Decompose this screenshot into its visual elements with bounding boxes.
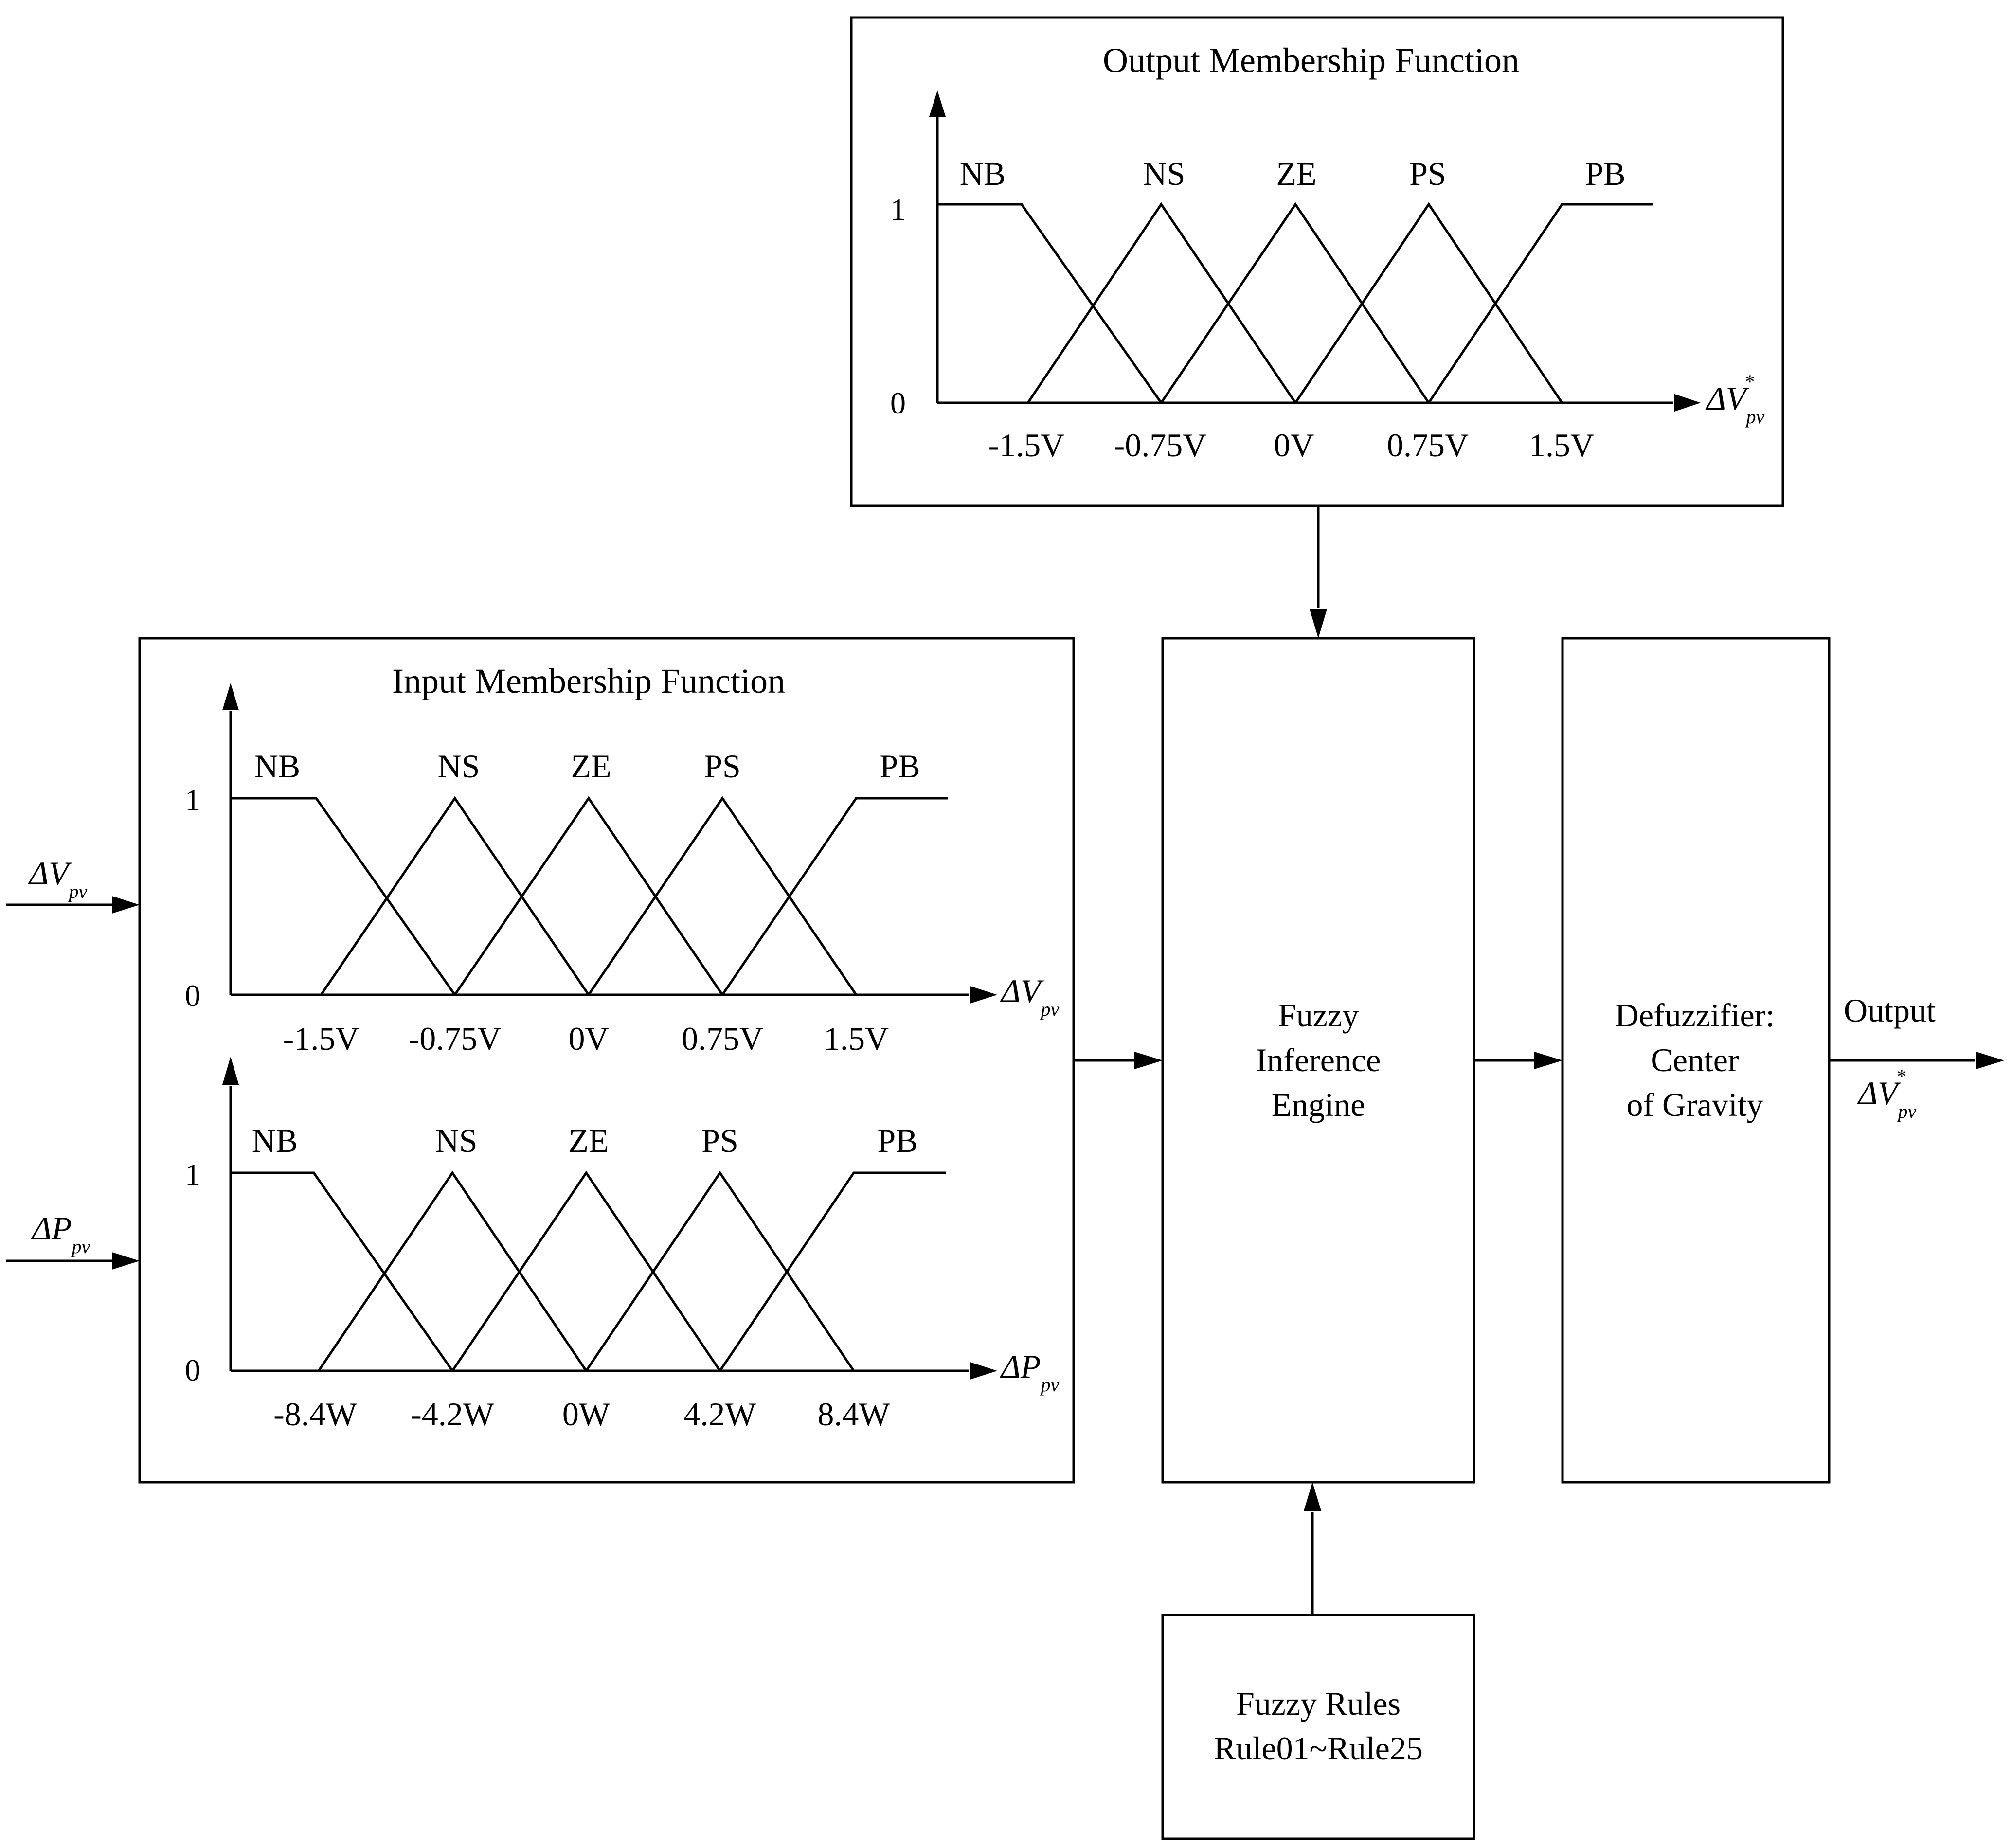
input-p-tick-label: 0W [562,1396,611,1433]
output-set-label-ns: NS [1143,155,1186,192]
input-p-tick-label: 8.4W [817,1396,890,1433]
output-axis-label: ΔVpv* [1705,371,1764,428]
input-v-axis-label: ΔVpv [1000,972,1059,1020]
input-v-tick-label: 1.5V [824,1020,889,1057]
input-signal-dp-label: ΔPpv [31,1210,90,1257]
output-membership-curves [937,202,1653,404]
input-signal-dv-arrowhead [112,896,140,914]
input-membership-panel: Input Membership Function 1 0 NB NS ZE P… [138,637,1075,1484]
input-v-set-label-ns: NS [438,748,480,785]
input-membership-title: Input Membership Function [392,662,785,700]
input-signal-dp-arrowhead [112,1252,140,1270]
input-v-tick-label: -0.75V [409,1020,502,1057]
output-y-zero-label: 0 [890,386,906,420]
input-v-x-axis-arrow [970,986,997,1004]
output-tick-label: 0V [1274,427,1314,464]
input-p-membership-curves [231,1170,946,1372]
input-v-mf-ps [587,796,858,996]
output-set-label-pb: PB [1585,155,1625,192]
input-p-set-label-ns: NS [435,1122,478,1159]
fuzzy-inference-engine-box [1161,637,1475,1484]
rules-label-line: Rule01~Rule25 [1214,1730,1423,1767]
output-tick-label: 0.75V [1387,427,1469,464]
fuzzy-inference-engine-block: Fuzzy Inference Engine [1161,637,1475,1484]
output-y-axis-arrow [929,90,946,117]
input-v-mf-pb [721,797,948,996]
input-p-x-axis-arrow [970,1362,997,1380]
input-p-set-label-pb: PB [877,1122,917,1159]
input-v-set-label-pb: PB [880,748,920,785]
input-p-mf-nb [231,1171,454,1372]
output-symbol: ΔVpv* [1857,1065,1916,1122]
input-v-y-axis-arrow [222,683,239,710]
input-p-mf-ps [585,1170,855,1372]
output-mf-nb [937,203,1163,404]
fuzzy-rules-box [1161,1614,1475,1840]
output-y-one-label: 1 [890,192,906,227]
rules-label-line: Fuzzy Rules [1236,1685,1401,1722]
input-v-y-one-label: 1 [185,783,200,817]
input-p-axis-label: ΔPpv [1000,1348,1059,1396]
output-x-axis-arrow [1674,394,1701,412]
input-v-set-label-ps: PS [704,748,741,785]
output-label: Output [1844,992,1936,1029]
output-set-label-ps: PS [1409,155,1446,192]
input-signal-dp: ΔPpv [6,1210,140,1270]
input-v-mf-ze [453,796,724,996]
input-p-tick-label: -4.2W [411,1396,495,1433]
output-set-label-nb: NB [960,155,1006,192]
input-p-tick-label: 4.2W [683,1396,756,1433]
defuzzifier-block: Defuzzifier: Center of Gravity [1561,637,1831,1484]
engine-label-line: Engine [1272,1086,1365,1123]
input-v-tick-label: 0.75V [682,1020,763,1057]
input-p-set-label-nb: NB [252,1122,298,1159]
input-signal-dv-label: ΔVpv [28,855,87,902]
defuzzifier-label-line: Defuzzifier: [1615,997,1775,1034]
input-v-mf-nb [231,797,456,996]
output-membership-box [850,16,1784,507]
output-tick-label: -0.75V [1114,427,1207,464]
output-set-label-ze: ZE [1276,155,1316,192]
input-v-membership-curves [231,796,948,996]
output-signal: Output ΔVpv* [1829,992,2004,1122]
output-tick-label: -1.5V [988,427,1065,464]
output-tick-label: 1.5V [1529,427,1594,464]
arrow-output-mf-to-engine-head [1310,609,1327,638]
output-mf-ze [1160,202,1430,404]
input-p-mf-ns [317,1170,588,1372]
output-arrowhead [1976,1052,2004,1069]
input-v-tick-label: -1.5V [283,1020,359,1057]
engine-label-line: Inference [1256,1041,1381,1078]
input-p-tick-label: -8.4W [273,1396,358,1433]
arrow-engine-to-defuzzifier-head [1534,1052,1563,1069]
input-v-tick-label: 0V [568,1020,609,1057]
input-v-set-label-nb: NB [254,748,300,785]
fuzzy-rules-block: Fuzzy Rules Rule01~Rule25 [1161,1614,1475,1840]
output-mf-ps [1294,202,1563,404]
input-p-set-label-ze: ZE [568,1122,609,1159]
input-p-mf-pb [719,1171,946,1372]
input-p-y-zero-label: 0 [185,1353,200,1387]
input-v-set-label-ze: ZE [571,748,611,785]
input-signal-dv: ΔVpv [6,855,140,914]
output-mf-pb [1427,203,1653,404]
output-mf-ns [1026,202,1297,404]
arrow-rules-to-engine-head [1304,1482,1321,1511]
defuzzifier-label-line: of Gravity [1626,1086,1763,1123]
input-p-set-label-ps: PS [701,1122,738,1159]
input-p-mf-ze [451,1170,721,1372]
input-v-y-zero-label: 0 [185,978,200,1013]
output-membership-title: Output Membership Function [1103,41,1519,80]
engine-label-line: Fuzzy [1278,997,1359,1034]
input-v-mf-ns [320,796,590,996]
output-membership-panel: Output Membership Function 1 0 NB NS ZE … [850,16,1784,507]
input-p-y-one-label: 1 [185,1157,200,1192]
input-p-y-axis-arrow [222,1057,239,1085]
defuzzifier-label-line: Center [1651,1041,1739,1078]
arrow-input-mf-to-engine-head [1134,1052,1163,1069]
